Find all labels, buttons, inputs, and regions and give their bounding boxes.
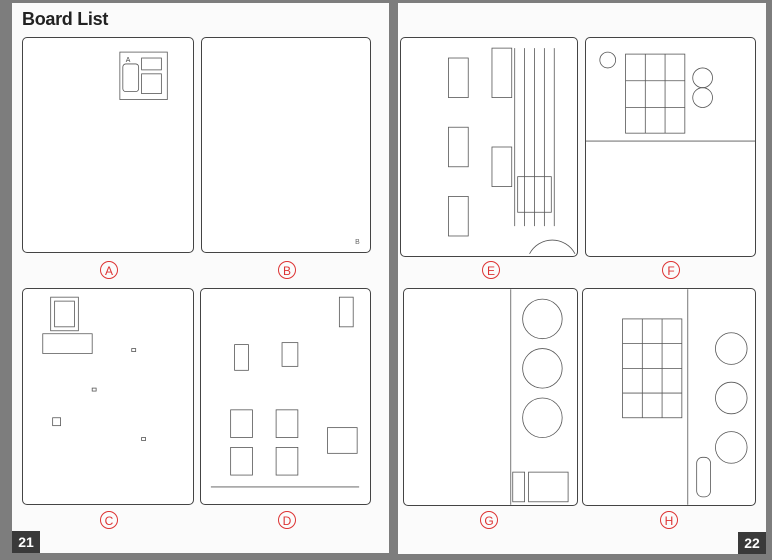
board-label-f: F — [662, 261, 680, 279]
page-number-right: 22 — [738, 532, 766, 554]
board-g — [403, 288, 578, 506]
board-label-c: C — [100, 511, 118, 529]
board-c-parts — [42, 296, 146, 441]
board-b-parts: B — [355, 239, 360, 246]
board-d-parts — [210, 296, 360, 488]
board-label-h: H — [660, 511, 678, 529]
board-f — [585, 37, 756, 257]
board-c — [22, 288, 194, 505]
board-label-g: G — [480, 511, 498, 529]
board-b-etched-label: B — [355, 239, 360, 246]
board-a: A — [22, 37, 194, 253]
page-number-left: 21 — [12, 531, 40, 553]
board-d — [200, 288, 371, 505]
board-e-parts — [448, 47, 576, 254]
right-page: E F G H 22 — [398, 3, 766, 554]
board-f-parts — [586, 51, 755, 142]
left-page: Board List A A B B C D 21 — [12, 3, 389, 553]
board-label-a: A — [100, 261, 118, 279]
board-h-parts — [622, 289, 748, 505]
board-a-parts: A — [119, 51, 168, 100]
page-title: Board List — [22, 9, 109, 29]
board-label-b: B — [278, 261, 296, 279]
board-g-parts — [510, 289, 569, 505]
board-h — [582, 288, 756, 506]
board-label-e: E — [482, 261, 500, 279]
board-label-d: D — [278, 511, 296, 529]
board-a-etched-label: A — [126, 57, 131, 64]
board-e — [400, 37, 578, 257]
board-b: B — [201, 37, 371, 253]
